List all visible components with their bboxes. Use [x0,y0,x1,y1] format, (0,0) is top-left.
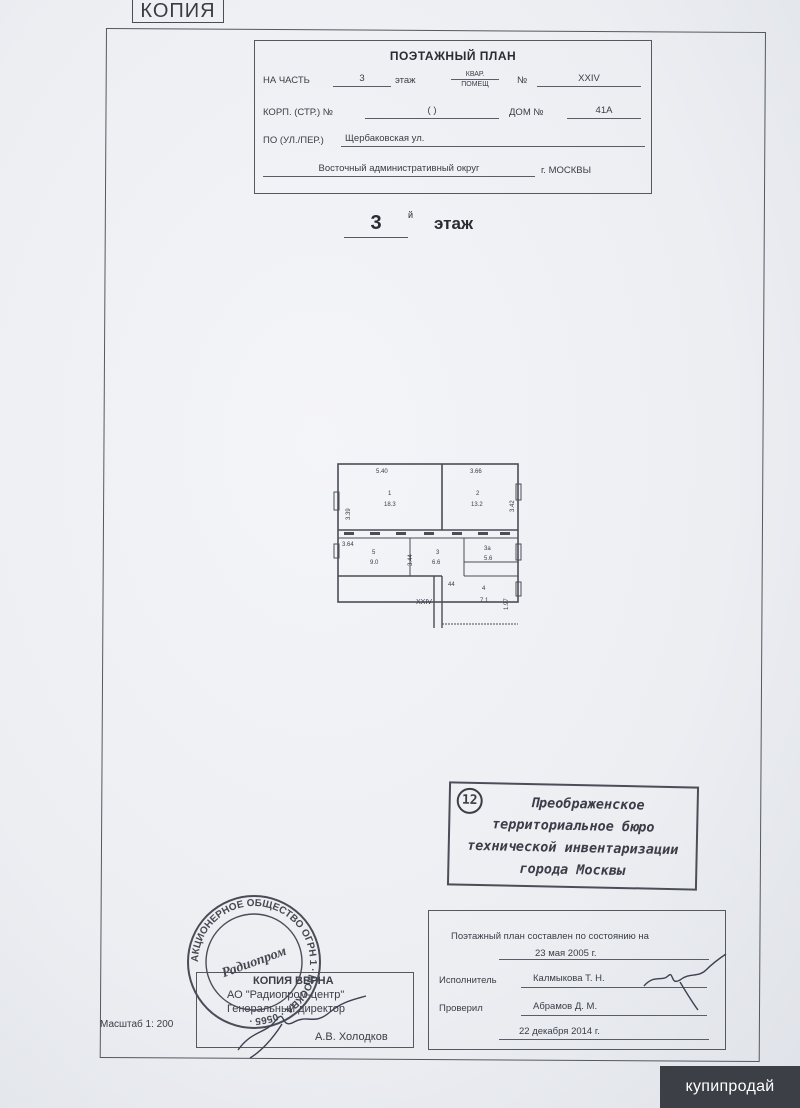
room-2-num: 2 [476,491,480,497]
floor-suffix: й [408,210,414,220]
unit-label: XXIV [416,599,432,606]
executor-name: Калмыкова Т. Н. [533,973,605,984]
room-5-area: 9.0 [370,560,379,566]
district-value: Восточный административный округ [263,163,535,177]
bti-line-3: технической инвентаризации [466,837,679,859]
room-5-num: 5 [372,550,376,556]
dim-small: 44 [448,582,455,588]
dim-top-left: 5.40 [376,469,388,475]
dim-right-lower: 1.97 [504,598,510,610]
kvar-label: КВАР. [451,71,499,80]
room-4-num: 4 [482,586,486,592]
director-signature [237,995,367,1059]
part-value: 3 [333,73,391,87]
room-1-area: 18.3 [384,502,396,508]
bti-line-2: территориальное бюро [491,816,655,836]
dom-value: 41А [567,105,641,119]
executor-label: Исполнитель [439,975,497,986]
room-3-num: 3 [436,550,440,556]
cert-name: А.В. Холодков [315,1031,388,1043]
floor-number: 3 [344,212,408,238]
cert-line-3: Генеральный директор [227,1003,345,1015]
info-block: Поэтажный план составлен по состоянию на… [428,910,726,1050]
floor-label: этаж [395,75,416,86]
floor-plan: 5.40 3.66 3.39 3.42 3.64 3.44 1.97 44 1 … [333,463,522,628]
floor-word: этаж [434,214,473,233]
checked-label: Проверил [439,1003,483,1014]
room-3-area: 6.6 [432,560,441,566]
round-seal: АКЦИОНЕРНОЕ ОБЩЕСТВО ОГРН 1 · МОСКВА · 0… [187,895,321,1029]
number-value: XXIV [537,73,641,87]
room-1-num: 1 [388,491,392,497]
site-watermark: купипродай [660,1066,800,1108]
part-label: НА ЧАСТЬ [263,75,310,86]
dim-left-lower: 3.64 [342,542,354,548]
scale-label: Масштаб 1: 200 [100,1019,174,1030]
korp-label: КОРП. (СТР.) № [263,107,333,118]
city-value: г. МОСКВЫ [541,165,592,176]
street-value: Щербаковская ул. [341,133,645,147]
seal-center-text: Радиопром [220,944,289,981]
bti-stamp: 12 Преображенское территориальное бюро т… [446,781,700,891]
checked-name: Абрамов Д. М. [533,1001,598,1012]
bti-line-4: города Москвы [519,860,626,880]
cert-line-1: КОПИЯ ВЕРНА [253,975,334,987]
dim-top-right: 3.66 [470,469,482,475]
street-label: ПО (УЛ./ПЕР.) [263,135,324,146]
room-3a-num: 3а [484,546,491,552]
room-3a-area: 5.6 [484,556,493,562]
composed-date: 23 мая 2005 г. [535,948,597,959]
certification-block: КОПИЯ ВЕРНА АО "Радиопром-центр" Генерал… [196,972,414,1048]
composed-label: Поэтажный план составлен по состоянию на [451,931,649,942]
copy-label: КОПИЯ [132,0,224,23]
dom-label: ДОМ № [509,107,544,118]
pomesh-label: ПОМЕЩ [461,81,489,88]
cert-line-2: АО "Радиопром-центр" [227,989,345,1001]
executor-signature [643,953,727,1011]
room-2-area: 13.2 [471,502,483,508]
bti-line-1: Преображенское [530,795,645,814]
number-label: № [517,75,528,86]
dim-mid: 3.44 [408,554,414,566]
check-date: 22 декабря 2014 г. [519,1026,600,1037]
plan-heading: ПОЭТАЖНЫЙ ПЛАН [389,49,517,63]
title-block: ПОЭТАЖНЫЙ ПЛАН НА ЧАСТЬ 3 этаж КВАР. ПОМ… [254,40,652,194]
dim-left-upper: 3.39 [346,508,352,520]
room-4-area: 7.1 [480,598,489,604]
dim-right-upper: 3.42 [510,500,516,512]
korp-value: ( ) [365,105,499,119]
